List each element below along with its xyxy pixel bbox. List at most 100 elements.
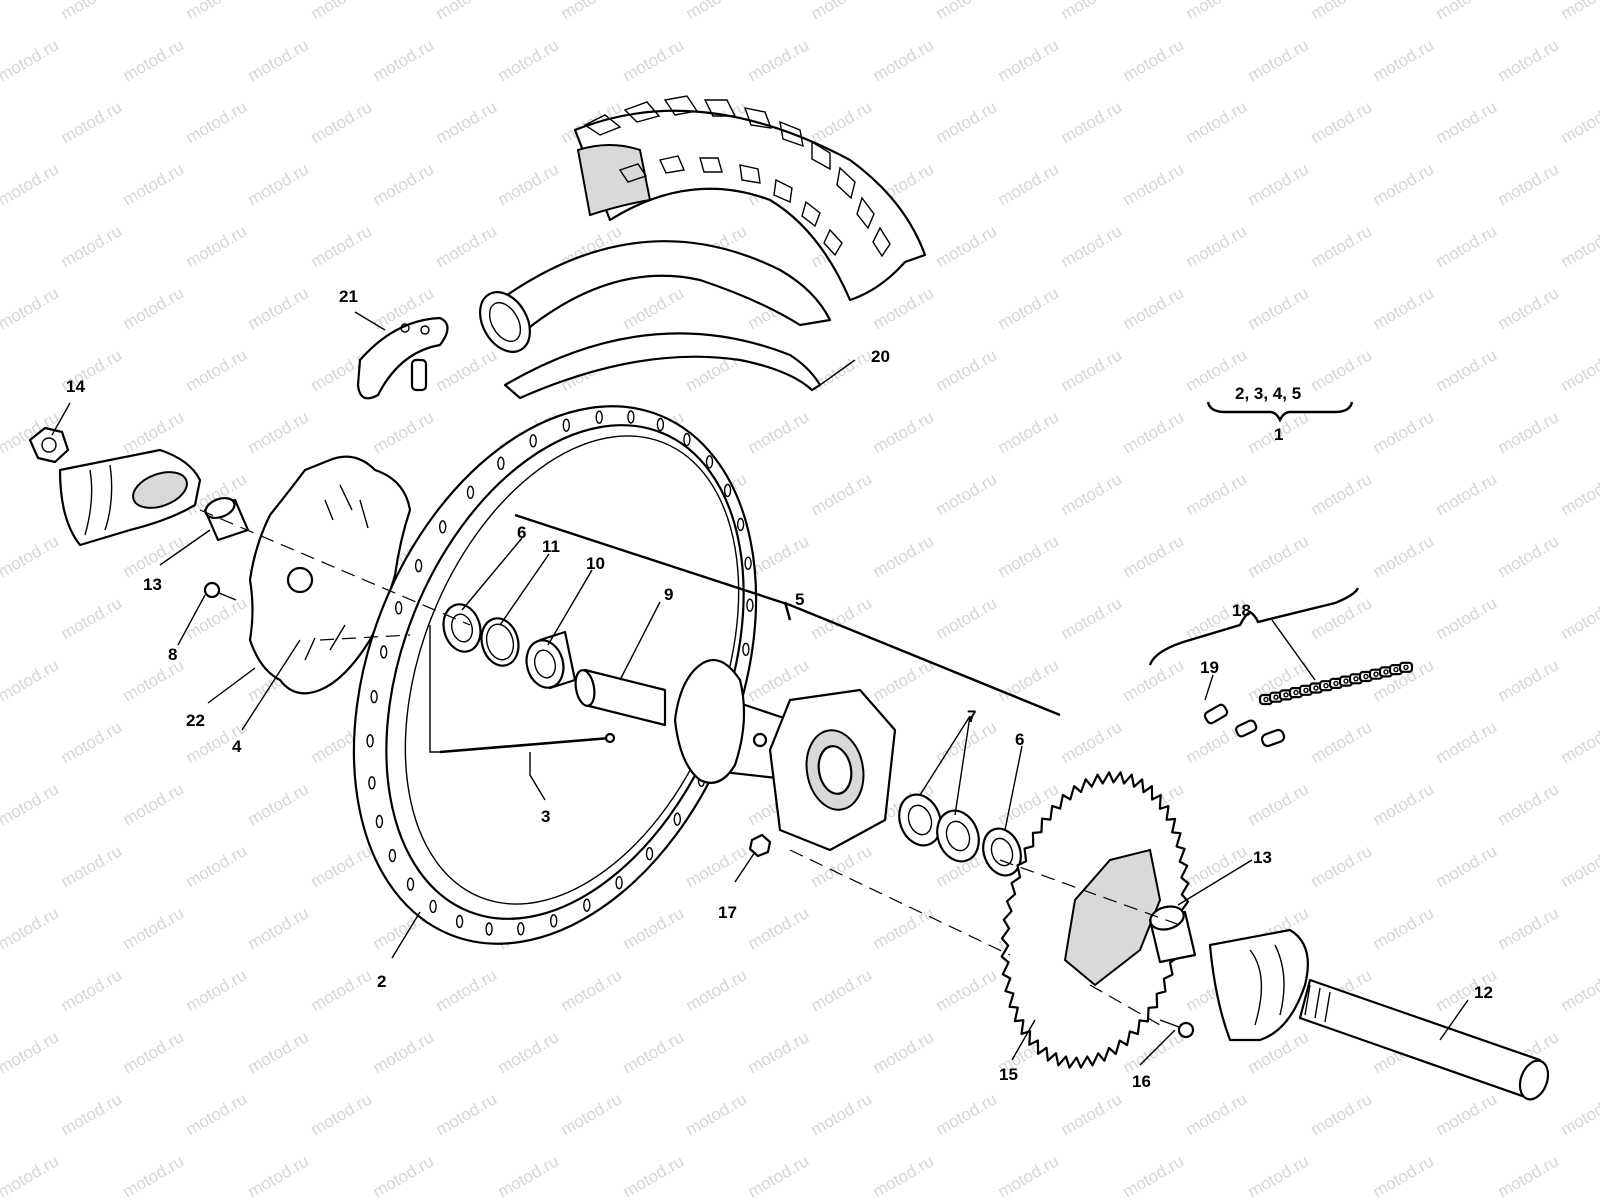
watermark: motod.ru <box>58 593 126 643</box>
watermark: motod.ru <box>58 717 126 767</box>
watermark: motod.ru <box>433 345 501 395</box>
rim-hole <box>370 690 378 704</box>
watermark: motod.ru <box>245 1027 313 1077</box>
watermark: motod.ru <box>1370 1151 1438 1200</box>
watermark: motod.ru <box>433 965 501 1015</box>
label-part-13-right: 13 <box>1253 848 1272 867</box>
label-part-11: 11 <box>542 537 560 556</box>
watermark: motod.ru <box>558 965 626 1015</box>
chain-roller <box>1313 685 1319 691</box>
watermark: motod.ru <box>58 97 126 147</box>
rim-hole <box>439 520 447 534</box>
chain-bracket <box>1148 587 1360 666</box>
watermark: motod.ru <box>808 97 876 147</box>
swingarm-left <box>58 448 202 547</box>
chain-link <box>1398 661 1414 673</box>
rim-hole <box>368 776 376 790</box>
label-part-6-right: 6 <box>1015 730 1024 749</box>
rim-hole <box>414 559 423 573</box>
watermark: motod.ru <box>308 0 376 23</box>
watermark: motod.ru <box>1058 593 1126 643</box>
watermark: motod.ru <box>245 159 313 209</box>
watermark: motod.ru <box>308 221 376 271</box>
watermark: motod.ru <box>1370 903 1438 953</box>
watermark: motod.ru <box>745 407 813 457</box>
watermark: motod.ru <box>1308 0 1376 23</box>
watermark: motod.ru <box>933 1089 1001 1139</box>
label-part-1: 1 <box>1274 425 1283 444</box>
watermark: motod.ru <box>1495 531 1563 581</box>
watermark: motod.ru <box>120 407 188 457</box>
watermark: motod.ru <box>1120 283 1188 333</box>
rim-hole <box>562 418 570 432</box>
watermark: motod.ru <box>1495 159 1563 209</box>
chain-roller <box>1393 666 1399 673</box>
rim-hole <box>466 485 475 499</box>
watermark: motod.ru <box>933 0 1001 23</box>
watermark: motod.ru <box>1558 345 1600 395</box>
label-part-9: 9 <box>664 585 673 604</box>
watermark: motod.ru <box>1558 1089 1600 1139</box>
watermark: motod.ru <box>0 283 62 333</box>
watermark: motod.ru <box>120 35 188 85</box>
watermark: motod.ru <box>58 841 126 891</box>
swingarm-right <box>1208 928 1309 1042</box>
rim-hole <box>583 898 591 912</box>
watermark: motod.ru <box>620 283 688 333</box>
watermark: motod.ru <box>1308 345 1376 395</box>
watermark: motod.ru <box>370 1151 438 1200</box>
brake-disc <box>248 455 412 695</box>
sprocket <box>1000 771 1190 1069</box>
label-part-12: 12 <box>1474 983 1493 1002</box>
spacer-tube <box>574 668 667 727</box>
watermark: motod.ru <box>0 779 62 829</box>
label-part-17: 17 <box>718 903 737 922</box>
rim-hole <box>645 847 654 861</box>
watermark: motod.ru <box>1558 469 1600 519</box>
disc-bolt <box>203 581 237 601</box>
watermark: motod.ru <box>1183 0 1251 23</box>
watermark: motod.ru <box>995 655 1063 705</box>
watermark: motod.ru <box>1120 159 1188 209</box>
watermark: motod.ru <box>1370 35 1438 85</box>
part-labels: 21 20 14 13 8 22 4 6 11 10 9 5 3 2 7 6 1… <box>66 287 1493 1091</box>
watermark: motod.ru <box>620 35 688 85</box>
watermark: motod.ru <box>1495 407 1563 457</box>
watermark: motod.ru <box>120 1151 188 1200</box>
watermark: motod.ru <box>1495 655 1563 705</box>
watermark: motod.ru <box>808 469 876 519</box>
watermark: motod.ru <box>0 531 62 581</box>
watermark: motod.ru <box>1558 221 1600 271</box>
watermark: motod.ru <box>1245 1151 1313 1200</box>
rim-hole <box>673 812 681 826</box>
label-part-18: 18 <box>1232 601 1251 620</box>
watermark: motod.ru <box>1308 469 1376 519</box>
watermark: motod.ru <box>1433 345 1501 395</box>
watermark: motod.ru <box>1058 717 1126 767</box>
watermark: motod.ru <box>808 965 876 1015</box>
watermark: motod.ru <box>1370 407 1438 457</box>
watermark: motod.ru <box>183 0 251 23</box>
rim-hole <box>429 899 437 914</box>
axle-nut <box>28 426 70 464</box>
watermark: motod.ru <box>1370 283 1438 333</box>
rim-hole <box>746 598 754 612</box>
watermark: motod.ru <box>1433 97 1501 147</box>
watermark: motod.ru <box>1245 159 1313 209</box>
label-part-7: 7 <box>967 707 976 726</box>
axle <box>1298 978 1550 1101</box>
leader-lines <box>51 311 1469 1066</box>
watermark: motod.ru <box>1120 531 1188 581</box>
watermark: motod.ru <box>870 35 938 85</box>
watermark: motod.ru <box>870 1027 938 1077</box>
watermark: motod.ru <box>1245 779 1313 829</box>
watermark: motod.ru <box>370 1027 438 1077</box>
master-link <box>1203 703 1286 748</box>
watermark: motod.ru <box>1433 593 1501 643</box>
watermark: motod.ru <box>308 965 376 1015</box>
watermark: motod.ru <box>870 903 938 953</box>
watermark: motod.ru <box>558 1089 626 1139</box>
watermark: motod.ru <box>0 655 62 705</box>
watermark: motod.ru <box>933 593 1001 643</box>
